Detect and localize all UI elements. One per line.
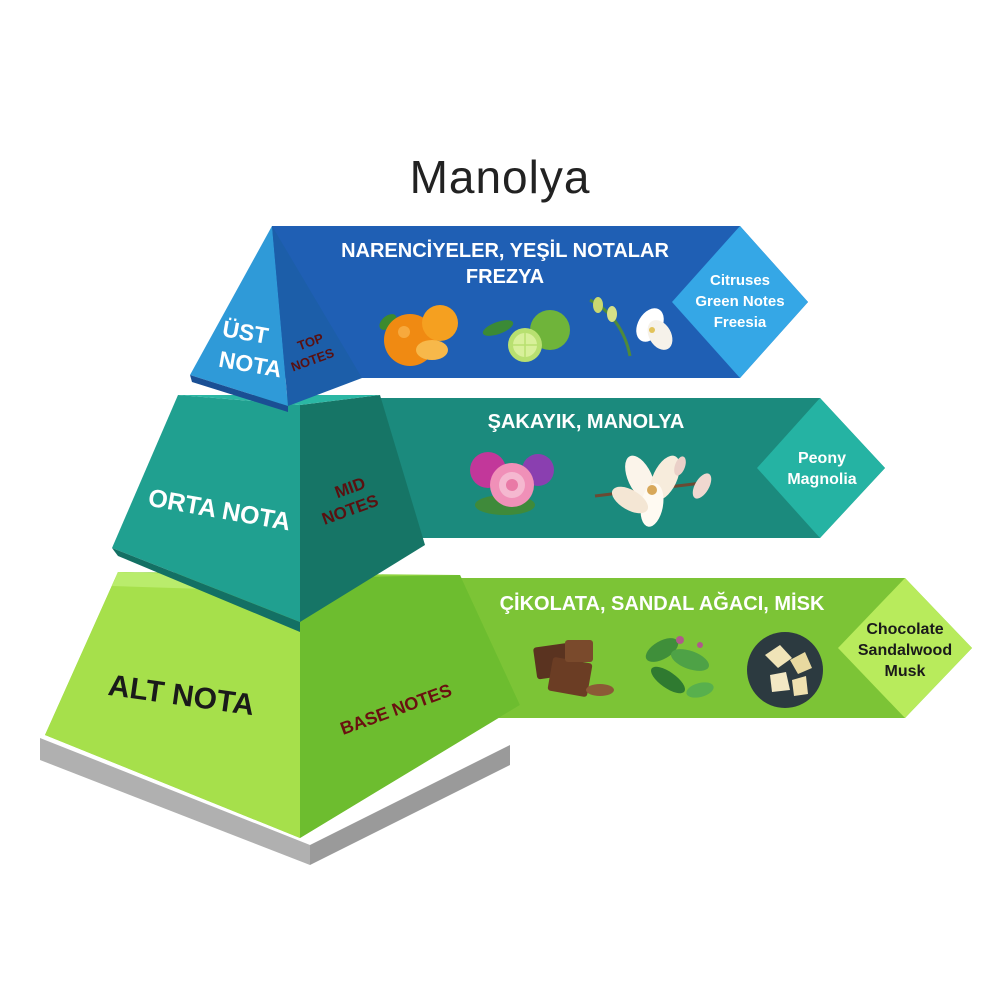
mid-en-diamond bbox=[757, 398, 885, 538]
lime-bergamot-icon bbox=[482, 310, 570, 362]
base-en-note-1: Sandalwood bbox=[858, 642, 952, 659]
mid-en-note-0: Peony bbox=[798, 450, 846, 467]
top-en-note-0: Citruses bbox=[710, 272, 770, 289]
base-shadow-right bbox=[310, 745, 510, 865]
top-en-note-1: Green Notes bbox=[695, 293, 784, 310]
top-en-note-2: Freesia bbox=[714, 314, 767, 331]
sandalwood-leaves-icon bbox=[645, 636, 714, 698]
base-left-face bbox=[45, 572, 300, 838]
base-shadow-left bbox=[40, 738, 310, 865]
base-en-note-0: Chocolate bbox=[866, 621, 943, 638]
top-bottom-edge bbox=[190, 375, 288, 412]
top-tr-notes-line2: FREZYA bbox=[466, 266, 544, 288]
top-tier: ÜST NOTA TOP NOTES NARENCİYELER, YEŞİL N… bbox=[190, 226, 808, 412]
base-right-face bbox=[300, 575, 520, 838]
mandarin-oranges-icon bbox=[379, 305, 458, 366]
magnolia-flower-icon bbox=[594, 455, 712, 527]
peony-flower-icon bbox=[470, 452, 554, 515]
mid-en-note-1: Magnolia bbox=[787, 471, 856, 488]
top-right-face bbox=[272, 226, 362, 406]
page-title: Manolya bbox=[409, 151, 591, 203]
top-left-face bbox=[190, 226, 288, 406]
base-tier: ALT NOTA BASE NOTES ÇİKOLATA, SANDAL AĞA… bbox=[40, 572, 972, 865]
mid-left-face bbox=[112, 395, 300, 622]
base-en-diamond bbox=[838, 578, 972, 718]
top-en-diamond bbox=[672, 226, 808, 378]
mid-bottom-edge bbox=[112, 548, 300, 632]
musk-crystals-icon bbox=[747, 632, 823, 708]
base-tr-notes: ÇİKOLATA, SANDAL AĞACI, MİSK bbox=[500, 591, 825, 615]
chocolate-icon bbox=[533, 640, 614, 697]
mid-tier: ORTA NOTA MID NOTES ŞAKAYIK, MANOLYA Peo… bbox=[112, 395, 885, 632]
freesia-flower-icon bbox=[589, 297, 673, 357]
top-tr-notes-line1: NARENCİYELER, YEŞİL NOTALAR bbox=[341, 239, 669, 262]
mid-right-face bbox=[300, 395, 425, 622]
mid-tr-notes: ŞAKAYIK, MANOLYA bbox=[488, 411, 685, 433]
base-en-note-2: Musk bbox=[885, 663, 926, 680]
